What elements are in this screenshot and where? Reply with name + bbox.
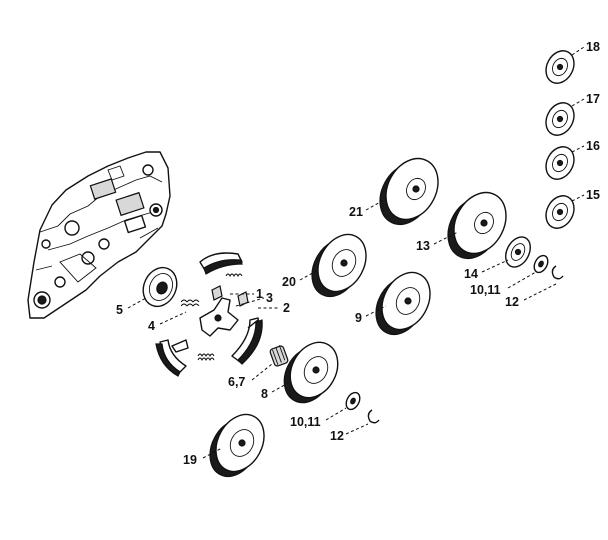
- callout-12-upper: 12: [505, 295, 519, 309]
- clutch-shoe-left: [155, 339, 189, 377]
- part-9-sprocket-drum: [375, 271, 431, 336]
- callout-4: 4: [148, 319, 155, 333]
- clutch-carrier: [199, 285, 249, 337]
- callout-17: 17: [586, 92, 600, 106]
- callout-2: 2: [283, 301, 290, 315]
- part-20-sprocket-drum: [311, 233, 367, 298]
- part-6-7-needle-bearing: [269, 345, 289, 367]
- clutch-spring-upper: [225, 273, 243, 278]
- callout-14: 14: [464, 267, 478, 281]
- part-14-rim-sprocket: [505, 236, 531, 268]
- callout-15: 15: [586, 188, 600, 202]
- leader-lines: [127, 46, 585, 459]
- part-12-e-clip-upper: [551, 265, 564, 280]
- callout-20: 20: [282, 275, 296, 289]
- part-4-spring: [180, 299, 200, 307]
- clutch-shoe-right: [231, 317, 263, 365]
- part-5-cover-plate: [142, 266, 178, 308]
- callout-1: 1: [256, 287, 263, 301]
- callout-16: 16: [586, 139, 600, 153]
- part-21-sprocket-drum: [379, 157, 439, 226]
- part-8-sprocket-drum: [283, 341, 339, 404]
- part-16-rim-sprocket: [545, 146, 575, 180]
- callout-12-lower: 12: [330, 429, 344, 443]
- part-10-11-washer-lower: [345, 391, 361, 411]
- crankcase-housing: [27, 151, 171, 319]
- callout-8: 8: [261, 387, 268, 401]
- part-19-sprocket-drum: [209, 413, 265, 478]
- part-15-rim-sprocket: [545, 195, 575, 229]
- callout-6-7: 6,7: [228, 375, 245, 389]
- callout-5: 5: [116, 303, 123, 317]
- callout-19: 19: [183, 453, 197, 467]
- part-17-rim-sprocket: [545, 102, 575, 136]
- part-10-11-washer-upper: [533, 254, 549, 274]
- callout-18: 18: [586, 40, 600, 54]
- part-18-rim-sprocket: [545, 50, 575, 84]
- part-12-e-clip-lower: [367, 409, 380, 424]
- callout-3: 3: [266, 291, 273, 305]
- callout-13: 13: [416, 239, 430, 253]
- callout-9: 9: [355, 311, 362, 325]
- callout-10-11-upper: 10,11: [470, 283, 501, 297]
- clutch-shoe-upper: [199, 252, 243, 275]
- clutch-spring-lower: [197, 353, 215, 362]
- callout-10-11-lower: 10,11: [290, 415, 321, 429]
- callout-labels: 1 2 3 4 5 6,7 8 9 10,11 10,11 12 12 13 1…: [116, 40, 600, 467]
- callout-21: 21: [349, 205, 363, 219]
- part-13-sprocket-drum: [447, 191, 507, 260]
